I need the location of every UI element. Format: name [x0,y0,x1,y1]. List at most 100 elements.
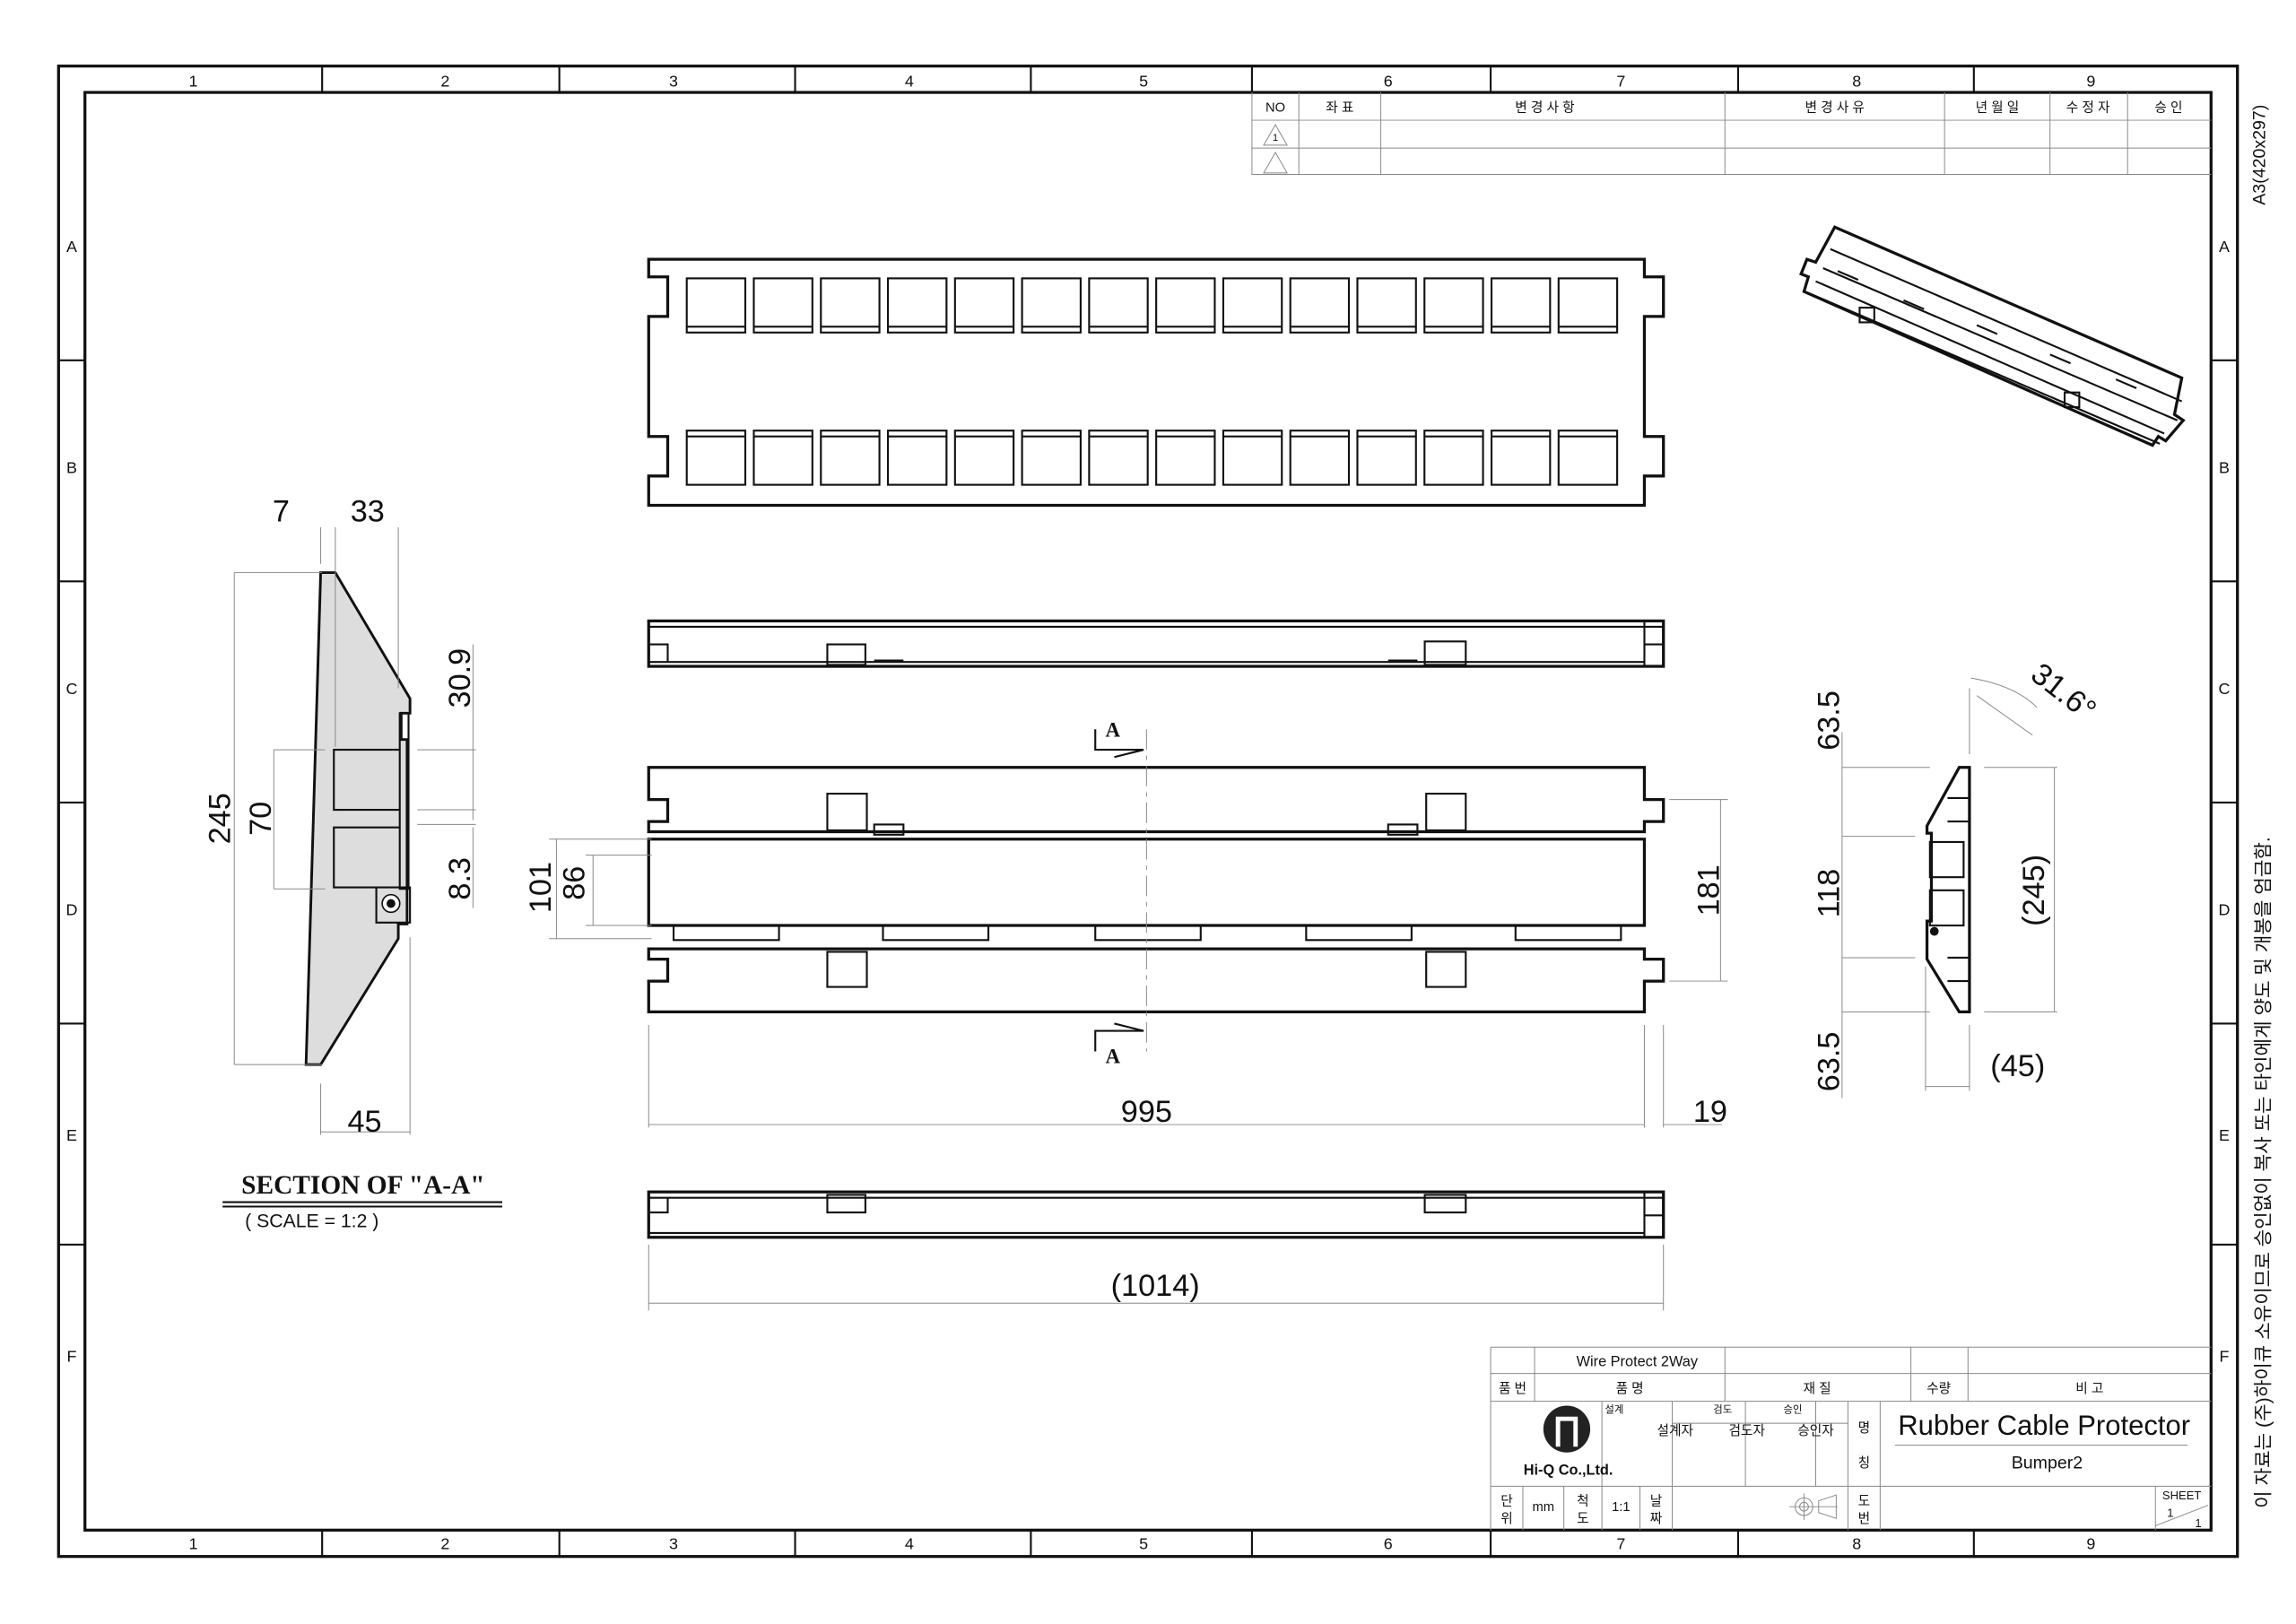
row-label: F [2220,1348,2230,1366]
designer: 설계자 [1657,1423,1693,1438]
channel-window [1088,277,1149,334]
sheet-number: 1 [2167,1507,2173,1520]
channel-window [820,430,881,486]
name-label-2: 칭 [1858,1455,1871,1471]
column-label: 3 [669,73,678,91]
row-label: B [66,459,77,477]
front-view: A A 101 86 181 995 19 [524,718,1728,1129]
column-label: 9 [2086,1535,2095,1553]
side-view-top [647,619,1665,668]
channel-window [1490,430,1552,486]
header-material: 재 질 [1804,1381,1831,1396]
dim-245: 245 [203,793,237,844]
channel-window [1490,277,1552,334]
dim-995: 995 [1121,1095,1172,1129]
dim-101: 101 [524,862,558,913]
channel-window [1289,277,1351,334]
header-qty: 수량 [1926,1381,1952,1396]
confidentiality-notice: 이 자료는 (주)하이큐 소유이므로 승인없이 복사 또는 타인에게 양도 및 … [2253,837,2274,1508]
section-marker-top: A [1106,718,1121,741]
rev-header-change: 변 경 사 항 [1515,100,1574,115]
column-label: 1 [189,1535,198,1553]
channel-window [1021,430,1082,486]
revision-table: NO 좌 표 변 경 사 항 변 경 사 유 년 월 일 수 정 자 승 인 1 [1251,92,2212,175]
column-label: 6 [1384,1535,1393,1553]
column-label: 3 [669,1535,678,1553]
part-name-value: Wire Protect 2Way [1577,1353,1699,1369]
section-title: SECTION OF "A-A" [241,1171,484,1200]
column-label: 8 [1852,73,1861,91]
company-logo [1543,1405,1591,1453]
column-label: 4 [905,73,914,91]
dim-8-3: 8.3 [443,857,477,900]
channel-window [1356,277,1417,334]
paper-size: A3(420x297) [2250,105,2270,205]
column-label: 7 [1616,73,1625,91]
unit-label-2: 위 [1500,1511,1513,1526]
rev-header-date: 년 월 일 [1976,100,2020,115]
approver: 승인자 [1797,1423,1834,1438]
column-label: 7 [1616,1535,1625,1553]
dim-86: 86 [557,866,591,900]
dim-7: 7 [273,494,290,528]
projection-symbol [1789,1493,1838,1520]
dim-70: 70 [244,802,278,836]
channel-window [1557,277,1619,334]
row-label: A [2219,238,2230,256]
channel-window [886,430,948,486]
row-label: D [66,901,78,919]
top-view [647,257,1665,508]
scale-value: 1:1 [1612,1500,1630,1515]
section-a-a: 7 33 245 70 30.9 8.3 45 SECTION OF "A-A"… [203,494,502,1231]
row-label: F [67,1348,77,1366]
section-scale: ( SCALE = 1:2 ) [245,1211,378,1231]
isometric-view [1799,225,2186,447]
channel-window [752,277,813,334]
column-label: 2 [440,1535,449,1553]
unit-label-1: 단 [1500,1494,1513,1509]
design-label: 설계 [1605,1404,1623,1416]
channel-window [1423,277,1484,334]
channel-window [1155,430,1216,486]
rev-header-reason: 변 경 사 유 [1805,100,1865,115]
date-label-2: 짜 [1650,1511,1663,1526]
title-block: Wire Protect 2Way 품 번 품 명 재 질 수량 비 고 Hi-… [1490,1346,2212,1531]
dim-19: 19 [1693,1095,1727,1129]
scale-label-2: 도 [1577,1512,1589,1526]
approve-label: 승인 [1784,1404,1803,1416]
sheet-total: 1 [2195,1516,2201,1530]
date-label-1: 날 [1650,1494,1663,1509]
channel-window [1222,277,1283,334]
channel-window [1222,430,1283,486]
column-label: 8 [1852,1535,1861,1553]
channel-window [1423,430,1484,486]
drawing-no-label-1: 도 [1858,1495,1871,1509]
dim-181: 181 [1692,864,1726,916]
column-label: 2 [440,73,449,91]
rev-header-editor: 수 정 자 [2066,100,2110,115]
rev-row-no: 1 [1273,133,1278,143]
channel-window [1356,430,1417,486]
check-label: 검도 [1713,1404,1732,1416]
sheet-label: SHEET [2162,1489,2202,1502]
header-remarks: 비 고 [2075,1381,2103,1396]
channel-window [953,277,1015,334]
header-part-no: 품 번 [1499,1381,1526,1396]
drawing-frame: 1 2 3 4 5 6 7 8 9 1 2 3 4 5 6 7 8 9 A B … [57,65,2274,1559]
dim-45: 45 [347,1105,381,1139]
row-label: E [2219,1126,2230,1144]
row-label: B [2219,459,2230,477]
checker: 검도자 [1728,1423,1765,1438]
rev-header-coord: 좌 표 [1326,100,1353,115]
drawing-subtitle: Bumper2 [2012,1454,2083,1473]
scale-label-1: 척 [1577,1494,1589,1509]
dim-245-ref: (245) [2017,855,2051,926]
channel-window [953,430,1015,486]
channel-window [752,430,813,486]
dim-bottom-63-5: 63.5 [1813,1032,1847,1092]
header-part-name: 품 명 [1616,1381,1644,1396]
row-label: A [66,238,77,256]
channel-window [685,430,747,486]
dim-1014: (1014) [1111,1269,1200,1303]
